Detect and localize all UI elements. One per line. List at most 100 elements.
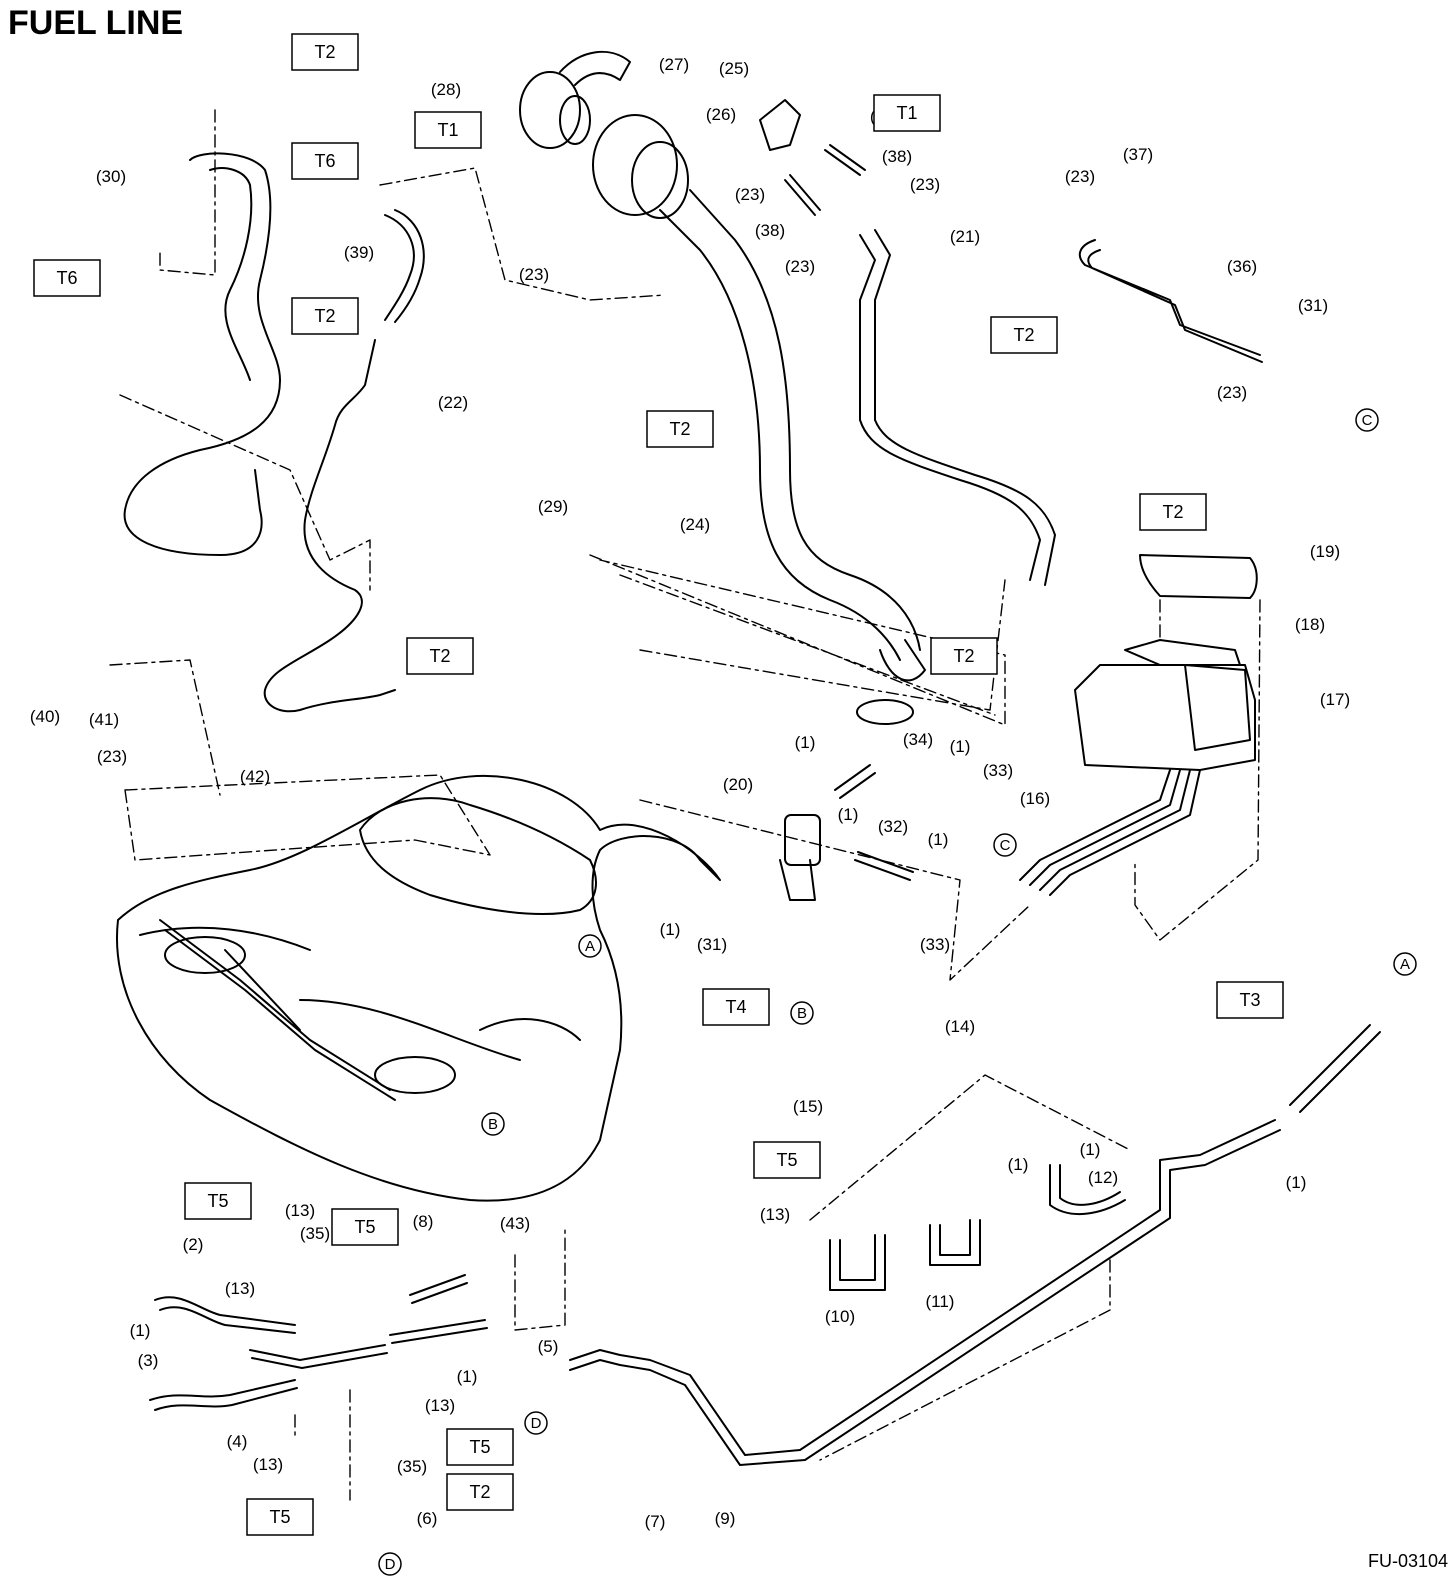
part-label: (14) (945, 1017, 975, 1036)
part-label: (1) (660, 920, 681, 939)
hose-2 (154, 1296, 296, 1334)
part-label: (29) (538, 497, 568, 516)
part-label: (42) (240, 767, 270, 786)
connector-ref-circle (993, 833, 1017, 857)
part-label: (5) (538, 1337, 559, 1356)
ref-line-5 (639, 799, 1031, 981)
part-label: (12) (1088, 1168, 1118, 1187)
vent-line-21 (859, 234, 1041, 581)
vent-hose-38b (784, 174, 821, 216)
part-label: (35) (300, 1224, 330, 1243)
tank-internal-lines (159, 919, 396, 1101)
part-label: (7) (645, 1512, 666, 1531)
connector-ref-label: B (797, 1005, 807, 1022)
torque-box (873, 94, 941, 132)
connector-ref-circle (481, 1112, 505, 1136)
hose-34 (834, 764, 876, 799)
fuel-tank-hump (359, 797, 597, 915)
part-label: (22) (438, 393, 468, 412)
connector-ref-label: B (488, 1116, 498, 1133)
torque-box (406, 637, 474, 675)
part-label: (28) (431, 80, 461, 99)
ref-line-7 (809, 1074, 1131, 1461)
ref-line-2 (379, 167, 666, 301)
part-label: (21) (950, 227, 980, 246)
part-label: (1) (130, 1321, 151, 1340)
filler-flange-inner (631, 141, 689, 219)
part-label: (1) (1008, 1155, 1029, 1174)
part-label: (1) (457, 1367, 478, 1386)
torque-box (753, 1141, 821, 1179)
torque-box (291, 33, 359, 71)
hose-3 (249, 1344, 388, 1369)
evap-hose-39 (384, 209, 425, 323)
torque-label: T6 (56, 268, 77, 288)
connector-ref-label: D (385, 1556, 396, 1573)
filler-bracket-25 (759, 99, 801, 151)
part-label: (19) (1310, 542, 1340, 561)
part-label: (36) (1227, 257, 1257, 276)
part-label: (43) (500, 1214, 530, 1233)
evap-pipe-22 (263, 339, 396, 713)
part-label: (6) (417, 1509, 438, 1528)
torque-box (646, 410, 714, 448)
connector-ref-label: A (1400, 956, 1410, 973)
connector-ref-label: C (1362, 412, 1373, 429)
figure-id: FU-03104 (1367, 1551, 1448, 1571)
part-label: (27) (659, 55, 689, 74)
part-label: (18) (1295, 615, 1325, 634)
part-label: (23) (910, 175, 940, 194)
torque-box (990, 316, 1058, 354)
part-label: (40) (30, 707, 60, 726)
part-label: (32) (878, 817, 908, 836)
torque-box (446, 1473, 514, 1511)
protector-30 (123, 152, 281, 556)
filler-flange (592, 114, 678, 216)
torque-box (331, 1208, 399, 1246)
part-label: (13) (425, 1396, 455, 1415)
hose-11 (929, 1219, 981, 1266)
part-label: (23) (735, 185, 765, 204)
part-label: (1) (950, 737, 971, 756)
torque-box (930, 637, 998, 675)
torque-box (1216, 981, 1284, 1019)
purge-control-valve (784, 814, 821, 866)
part-label: (13) (225, 1279, 255, 1298)
filler-cap (519, 71, 581, 149)
part-label: (23) (519, 265, 549, 284)
part-label: (38) (755, 221, 785, 240)
filler-cap-inner (559, 95, 591, 145)
torque-box (414, 111, 482, 149)
torque-label: T2 (1162, 502, 1183, 522)
part-label: (11) (926, 1292, 955, 1311)
part-label: (13) (285, 1201, 315, 1220)
vent-hose-38a (824, 144, 866, 176)
torque-label: T2 (429, 646, 450, 666)
protector-30-inner (209, 167, 253, 381)
fuel-tank-rib (139, 926, 581, 1061)
connector-ref-label: D (531, 1415, 542, 1432)
torque-box (246, 1498, 314, 1536)
part-label: (16) (1020, 789, 1050, 808)
part-label: (30) (96, 167, 126, 186)
part-label: (33) (920, 935, 950, 954)
part-label: (23) (1065, 167, 1095, 186)
connector-ref-circle (1393, 952, 1417, 976)
part-label: (8) (413, 1212, 434, 1231)
connector-ref-circle (578, 934, 602, 958)
filler-hose (879, 639, 926, 682)
hose-4 (149, 1379, 298, 1411)
part-label: (2) (183, 1235, 204, 1254)
torque-box (184, 1182, 252, 1220)
torque-label: T1 (896, 103, 917, 123)
filler-pipe (659, 209, 901, 661)
connector-ref-circle (524, 1411, 548, 1435)
torque-label: T2 (1013, 325, 1034, 345)
torque-label: T5 (207, 1191, 228, 1211)
part-label: (31) (697, 935, 727, 954)
torque-label: T2 (953, 646, 974, 666)
fuel-pump-opening (164, 936, 246, 974)
part-label: (37) (1123, 145, 1153, 164)
